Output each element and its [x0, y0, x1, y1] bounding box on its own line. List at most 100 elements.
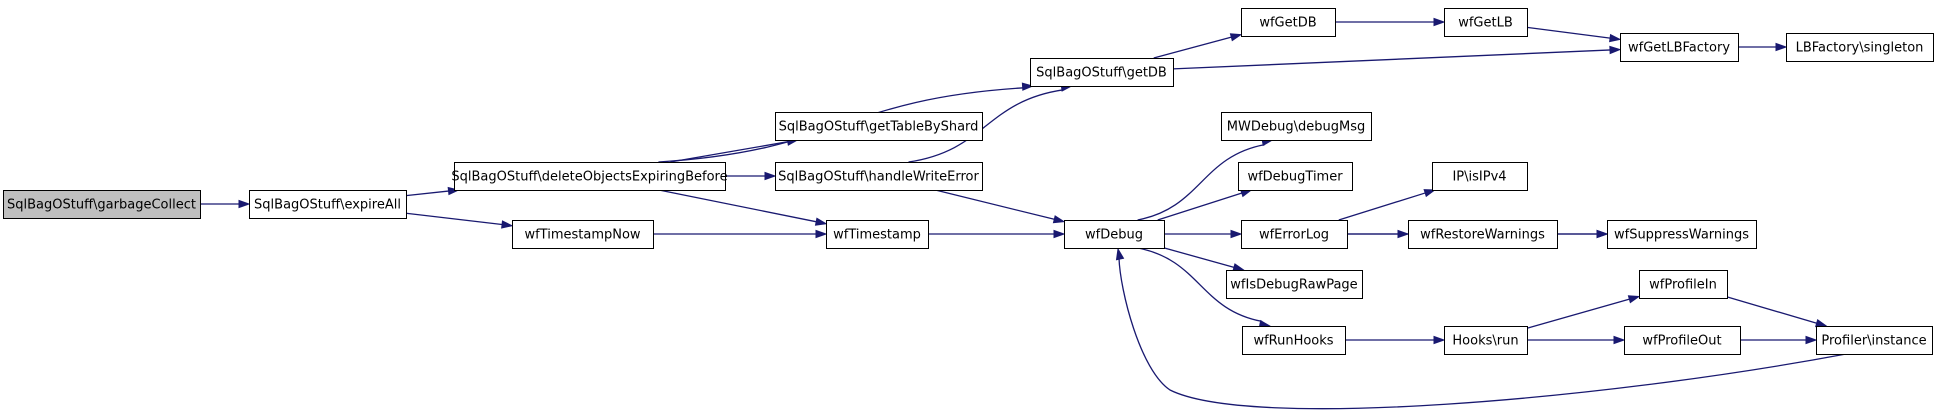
- node-wfrestorewarnings[interactable]: wfRestoreWarnings: [1408, 220, 1558, 249]
- edge-line: [1163, 247, 1236, 269]
- edge-arrowhead: [1232, 263, 1246, 272]
- edge-line: [1338, 192, 1427, 221]
- node-label: wfSuppressWarnings: [1614, 228, 1749, 243]
- call-edge: [1527, 335, 1626, 345]
- call-edge: [1726, 296, 1828, 328]
- node-ip-isipv4[interactable]: IP\isIPv4: [1432, 162, 1528, 191]
- call-edge: [653, 229, 828, 239]
- call-edge: [1163, 247, 1246, 272]
- edge-arrowhead: [1423, 189, 1437, 198]
- node-label: SqlBagOStuff\getTableByShard: [779, 120, 979, 135]
- node-box: [1221, 112, 1372, 141]
- node-box: [512, 220, 654, 249]
- edge-line: [1153, 36, 1233, 59]
- node-wfsuppresswarnings[interactable]: wfSuppressWarnings: [1607, 220, 1757, 249]
- call-edge: [1526, 295, 1641, 329]
- node-wfgetlbfactory[interactable]: wfGetLBFactory: [1620, 33, 1739, 62]
- node-label: Profiler\instance: [1821, 334, 1926, 349]
- node-label: wfTimestampNow: [524, 228, 640, 243]
- edge-line: [1526, 26, 1612, 39]
- call-edge: [935, 189, 1066, 224]
- node-box: [3, 190, 201, 219]
- node-sqlbagostuff-garbagecollect[interactable]: SqlBagOStuff\garbageCollect: [3, 190, 201, 219]
- node-wfgetlb[interactable]: wfGetLB: [1444, 8, 1528, 37]
- call-edge: [928, 229, 1066, 239]
- node-box: [1620, 33, 1739, 62]
- node-wfprofilein[interactable]: wfProfileIn: [1639, 270, 1728, 299]
- edge-arrowhead: [1021, 82, 1035, 91]
- node-box: [1639, 270, 1728, 299]
- node-label: wfTimestamp: [833, 228, 921, 243]
- edge-line: [1137, 143, 1265, 221]
- node-box: [1408, 220, 1558, 249]
- edge-arrowhead: [814, 217, 828, 226]
- edge-arrowhead: [1613, 335, 1626, 345]
- edge-line: [1726, 296, 1818, 325]
- edge-arrowhead: [1609, 33, 1622, 43]
- node-box: [1607, 220, 1757, 249]
- call-edge: [725, 171, 777, 181]
- node-box: [1624, 326, 1741, 355]
- node-profiler-instance[interactable]: Profiler\instance: [1816, 326, 1933, 355]
- node-hooks-run[interactable]: Hooks\run: [1444, 326, 1528, 355]
- node-box: [1241, 8, 1336, 37]
- call-edge: [1157, 189, 1253, 221]
- node-box: [826, 220, 929, 249]
- call-edge: [1172, 45, 1622, 70]
- edge-line: [1157, 192, 1243, 221]
- edge-arrowhead: [1433, 17, 1446, 27]
- call-graph-edges: [200, 17, 1847, 410]
- node-label: wfGetDB: [1259, 16, 1316, 31]
- node-box: [1030, 58, 1174, 87]
- edge-arrowhead: [1596, 229, 1609, 239]
- call-edge: [1335, 17, 1446, 27]
- node-box: [1444, 8, 1528, 37]
- call-edge: [658, 189, 828, 226]
- edge-arrowhead: [1433, 335, 1446, 345]
- node-label: IP\isIPv4: [1452, 170, 1506, 185]
- node-wfdebug[interactable]: wfDebug: [1064, 220, 1165, 249]
- node-box: [249, 190, 407, 219]
- node-sqlbagostuff-gettablebyshard[interactable]: SqlBagOStuff\getTableByShard: [775, 112, 983, 141]
- node-box: [454, 162, 726, 191]
- edge-line: [1118, 257, 1847, 410]
- node-sqlbagostuff-deleteobjectsexpiringbefore[interactable]: SqlBagOStuff\deleteObjectsExpiringBefore: [451, 162, 728, 191]
- node-sqlbagostuff-handlewriteerror[interactable]: SqlBagOStuff\handleWriteError: [775, 162, 983, 191]
- node-wftimestamp[interactable]: wfTimestamp: [826, 220, 929, 249]
- node-box: [1226, 270, 1363, 299]
- call-edge: [670, 137, 800, 163]
- node-wftimestampnow[interactable]: wfTimestampNow: [512, 220, 654, 249]
- node-sqlbagostuff-getdb[interactable]: SqlBagOStuff\getDB: [1030, 58, 1174, 87]
- node-wfdebugtimer[interactable]: wfDebugTimer: [1238, 162, 1353, 191]
- node-wfprofileout[interactable]: wfProfileOut: [1624, 326, 1741, 355]
- node-lbfactory-singleton[interactable]: LBFactory\singleton: [1786, 33, 1934, 62]
- node-sqlbagostuff-expireall[interactable]: SqlBagOStuff\expireAll: [249, 190, 407, 219]
- node-wfgetdb[interactable]: wfGetDB: [1241, 8, 1336, 37]
- node-wfisdebugrawpage[interactable]: wfIsDebugRawPage: [1226, 270, 1363, 299]
- call-edge: [1526, 26, 1622, 43]
- edge-arrowhead: [1229, 33, 1243, 42]
- edge-arrowhead: [501, 220, 514, 229]
- call-edge: [1557, 229, 1609, 239]
- call-edge: [1338, 189, 1437, 221]
- edge-arrowhead: [1775, 42, 1788, 52]
- node-box: [1064, 220, 1165, 249]
- call-graph-nodes: SqlBagOStuff\garbageCollect SqlBagOStuff\…: [3, 8, 1934, 355]
- node-label: SqlBagOStuff\deleteObjectsExpiringBefore: [451, 170, 727, 185]
- node-box: [1238, 162, 1353, 191]
- node-wferrorlog[interactable]: wfErrorLog: [1241, 220, 1348, 249]
- node-label: MWDebug\debugMsg: [1227, 120, 1365, 135]
- edge-arrowhead: [1115, 247, 1125, 261]
- node-label: wfGetLBFactory: [1628, 41, 1730, 56]
- edge-arrowhead: [1230, 229, 1243, 239]
- call-edge: [1115, 247, 1847, 410]
- node-box: [775, 162, 983, 191]
- node-wfrunhooks[interactable]: wfRunHooks: [1242, 326, 1346, 355]
- node-mwdebug-debugmsg[interactable]: MWDebug\debugMsg: [1221, 112, 1372, 141]
- node-label: wfRunHooks: [1253, 334, 1333, 349]
- node-label: wfErrorLog: [1259, 228, 1329, 243]
- edge-line: [405, 212, 504, 226]
- node-box: [1816, 326, 1933, 355]
- node-label: wfIsDebugRawPage: [1230, 278, 1357, 293]
- node-label: SqlBagOStuff\expireAll: [254, 198, 401, 213]
